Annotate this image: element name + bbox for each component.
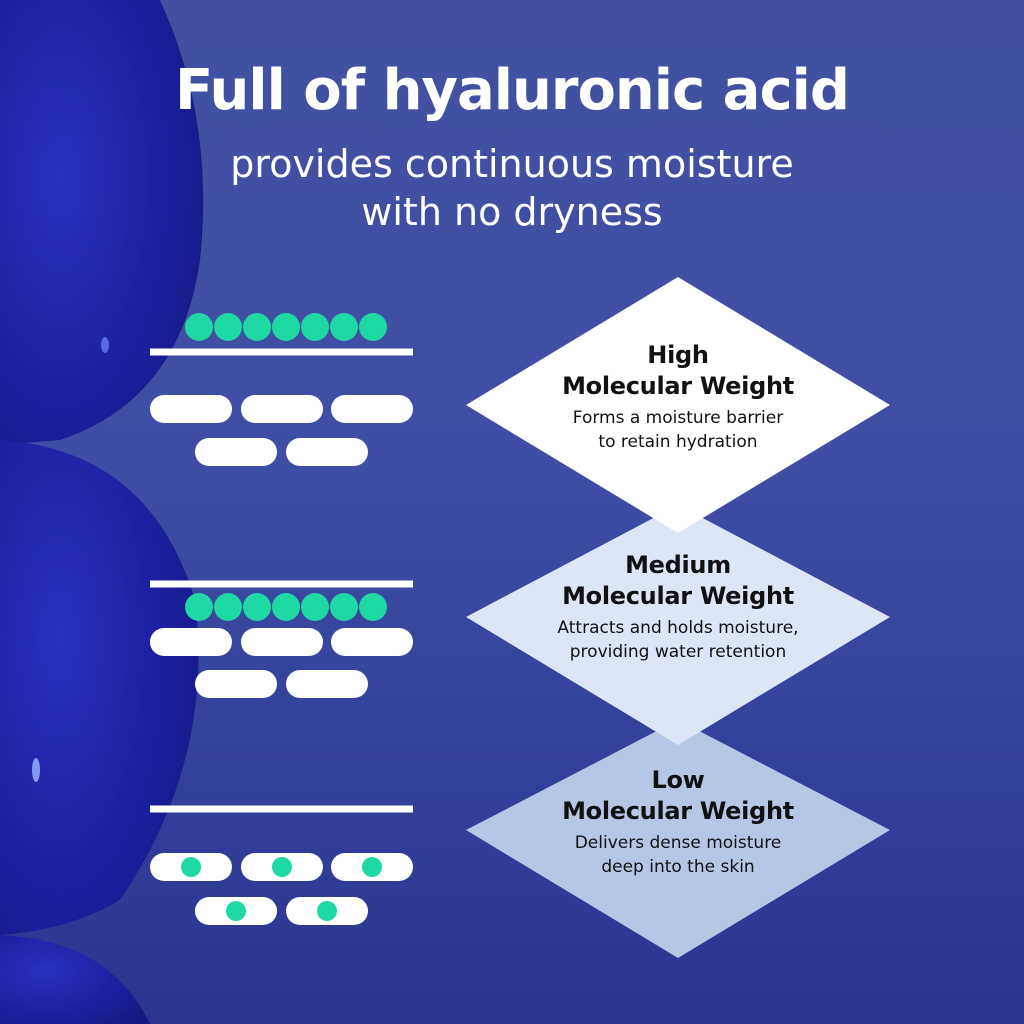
level-name: Medium	[625, 551, 731, 579]
skin-cell	[195, 438, 277, 466]
skin-surface-line	[150, 580, 413, 588]
molecule-dot	[185, 313, 213, 341]
molecule-dot	[359, 593, 387, 621]
skin-surface-line	[150, 805, 413, 813]
molecule-dot	[272, 593, 300, 621]
level-high-text: High Molecular Weight Forms a moisture b…	[528, 340, 828, 454]
skin-cell	[331, 395, 413, 423]
level-name: Low	[651, 766, 705, 794]
level-description: Attracts and holds moisture, providing wa…	[528, 616, 828, 664]
description-line: deep into the skin	[601, 857, 755, 877]
molecule-dot	[301, 593, 329, 621]
level-description: Forms a moisture barrier to retain hydrat…	[528, 406, 828, 454]
description-line: to retain hydration	[598, 432, 758, 452]
diamonds	[466, 277, 890, 958]
molecule-dot	[317, 901, 337, 921]
level-name: Molecular Weight	[562, 797, 794, 825]
molecule-dot	[185, 593, 213, 621]
level-name: Molecular Weight	[562, 372, 794, 400]
molecule-dot	[226, 901, 246, 921]
level-description: Delivers dense moisture deep into the ski…	[528, 831, 828, 879]
skin-layer-diagrams	[150, 313, 413, 925]
molecule-dot	[362, 857, 382, 877]
page-title: Full of hyaluronic acid	[175, 58, 850, 123]
skin-cell	[195, 670, 277, 698]
skin-cell	[241, 395, 323, 423]
level-name: High	[647, 341, 709, 369]
description-line: Forms a moisture barrier	[572, 408, 784, 428]
description-line: Attracts and holds moisture,	[557, 618, 799, 638]
diamond-medium	[466, 505, 890, 745]
level-name: Molecular Weight	[562, 582, 794, 610]
molecule-dot	[359, 313, 387, 341]
subtitle-line-1: provides continuous moisture	[230, 142, 794, 186]
skin-cell	[286, 438, 368, 466]
gel-bubbles-decoration	[0, 0, 204, 1024]
skin-cell	[150, 628, 232, 656]
level-medium-text: Medium Molecular Weight Attracts and hol…	[528, 550, 828, 664]
skin-surface-line	[150, 348, 413, 356]
molecule-dot	[272, 313, 300, 341]
molecule-dot	[214, 593, 242, 621]
subtitle-line-2: with no dryness	[361, 190, 663, 234]
molecule-dot	[330, 313, 358, 341]
molecule-dot	[301, 313, 329, 341]
molecule-dot	[181, 857, 201, 877]
level-low-text: Low Molecular Weight Delivers dense mois…	[528, 765, 828, 879]
molecule-dot	[330, 593, 358, 621]
skin-cell	[150, 395, 232, 423]
molecule-dot	[243, 593, 271, 621]
molecule-dot	[272, 857, 292, 877]
description-line: providing water retention	[569, 642, 787, 662]
molecule-dot	[214, 313, 242, 341]
skin-cell	[241, 628, 323, 656]
diamond-low	[466, 720, 890, 958]
skin-cell	[331, 628, 413, 656]
subtitle: provides continuous moisture with no dry…	[0, 140, 1024, 236]
diamond-high	[466, 277, 890, 533]
description-line: Delivers dense moisture	[574, 833, 782, 853]
molecule-dot	[243, 313, 271, 341]
skin-cell	[286, 670, 368, 698]
